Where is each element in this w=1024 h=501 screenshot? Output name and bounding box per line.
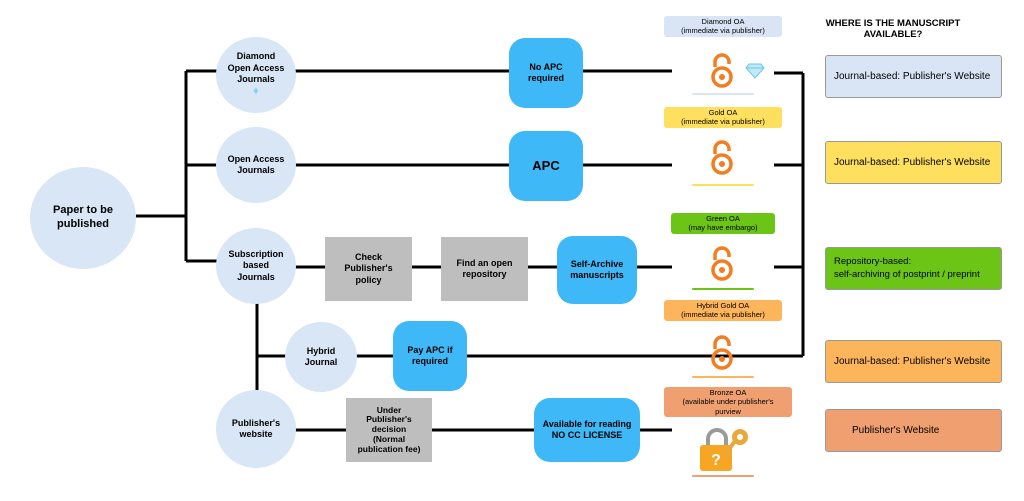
gold-oa-tag: Gold OA(immediate via publisher)	[664, 107, 782, 128]
apc-step: APC	[509, 131, 583, 201]
diamond-journals-node: Diamond Open Access Journals ♦	[216, 37, 296, 113]
hybrid-oa-tag: Hybrid Gold OA(immediate via publisher)	[664, 300, 782, 321]
green-oa-tag: Green OA(may have embargo)	[671, 213, 775, 234]
availability-diamond: Journal-based: Publisher's Website	[825, 55, 1002, 98]
open-access-icon	[711, 140, 733, 175]
open-access-icon	[711, 53, 733, 88]
availability-heading: WHERE IS THE MANUSCRIPT AVAILABLE?	[825, 18, 961, 41]
diamond-oa-tag: Diamond OA(immediate via publisher)	[664, 16, 782, 37]
open-access-icon	[711, 335, 733, 370]
availability-hybrid: Journal-based: Publisher's Website	[825, 340, 1002, 383]
bronze-underline	[692, 475, 754, 477]
diamond-underline	[692, 93, 754, 95]
small-diamond-icon: ♦	[253, 85, 259, 97]
gold-underline	[692, 184, 754, 186]
availability-bronze: Publisher's Website	[825, 409, 1002, 452]
availability-green: Repository-based:self-archiving of postp…	[825, 247, 1002, 290]
open-access-icon	[711, 246, 733, 281]
padlock-key-icon: ?	[700, 428, 748, 471]
availability-gold: Journal-based: Publisher's Website	[825, 141, 1002, 184]
hybrid-underline	[692, 376, 754, 378]
green-underline	[692, 288, 754, 290]
diamond-icon	[745, 63, 765, 79]
svg-text:?: ?	[711, 452, 721, 469]
